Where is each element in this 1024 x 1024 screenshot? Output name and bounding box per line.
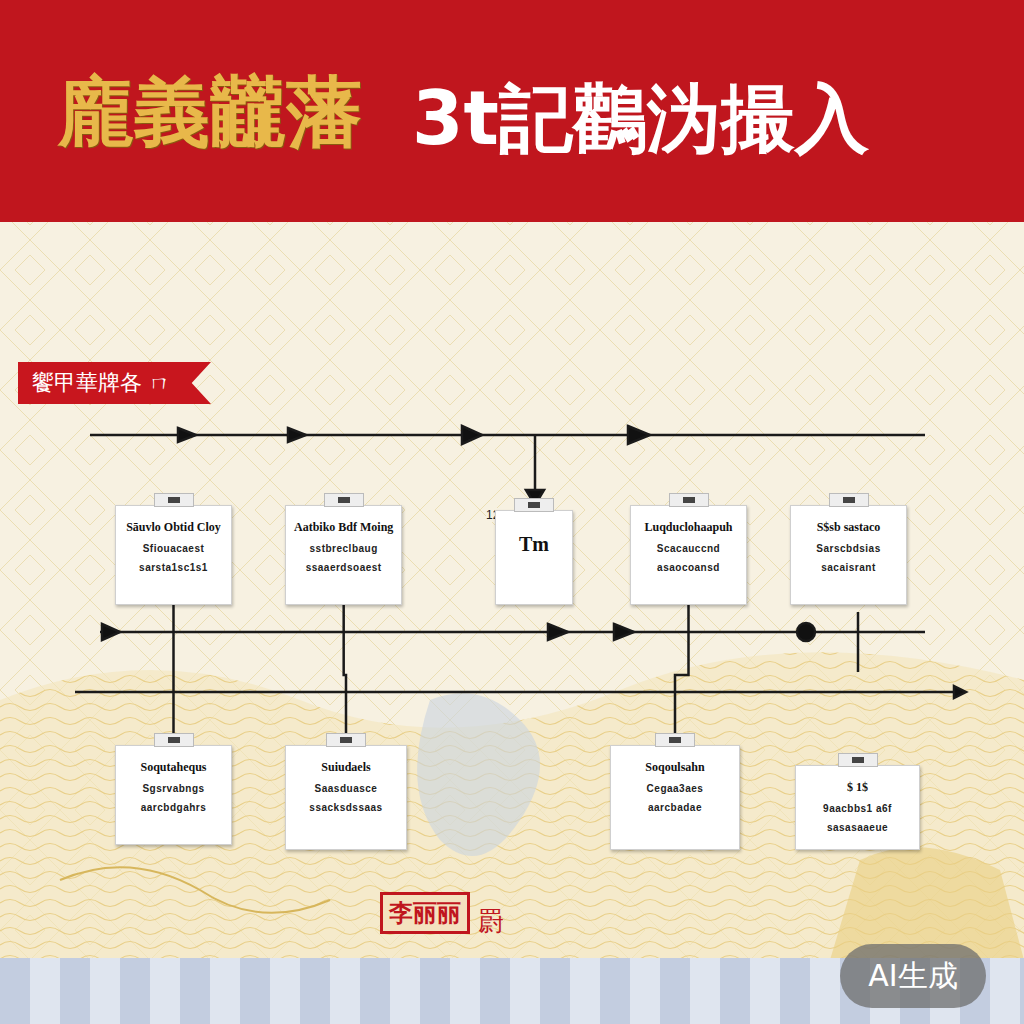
timeline-card: SoqutahequsSgsrvabngs aarcbdgahrs	[115, 745, 232, 845]
tab-mark	[852, 757, 864, 763]
label: 饗甲華牌各 ㄇ	[18, 362, 211, 404]
card-heading: Tm	[504, 533, 564, 556]
card-text: asaocoansd	[639, 562, 738, 573]
card-heading: Sāuvlo Obtid Cloy	[124, 520, 223, 535]
timeline-card: $ 1$ 9aacbbs1 a6f sasasaaeue	[795, 765, 920, 850]
connector	[675, 605, 689, 745]
card-text: Saasduasce	[294, 783, 398, 794]
card-tab	[514, 498, 554, 512]
card-tab	[655, 733, 695, 747]
card-text: ssaaerdsoaest	[294, 562, 393, 573]
label: 李丽丽	[380, 892, 470, 934]
tab-mark	[528, 502, 540, 508]
card-tab	[154, 493, 194, 507]
card-text: 9aacbbs1 a6f	[804, 803, 911, 814]
tab-mark	[168, 497, 180, 503]
card-tab	[838, 753, 878, 767]
card-tab	[154, 733, 194, 747]
card-text: aarcbdgahrs	[124, 802, 223, 813]
card-heading: Soqoulsahn	[619, 760, 731, 775]
tab-mark	[843, 497, 855, 503]
card-heading: $ 1$	[804, 780, 911, 795]
card-tab	[829, 493, 869, 507]
card-text: sacaisrant	[799, 562, 898, 573]
card-text: sasasaaeue	[804, 822, 911, 833]
tab-mark	[338, 497, 350, 503]
card-heading: Soqutahequs	[124, 760, 223, 775]
connector	[172, 605, 175, 745]
card-tab	[669, 493, 709, 507]
timeline-card: SuiudaelsSaasduasce ssacksdssaas	[285, 745, 407, 850]
card-text: aarcbadae	[619, 802, 731, 813]
card-text: Scacauccnd	[639, 543, 738, 554]
tab-mark	[669, 737, 681, 743]
tab-mark	[340, 737, 352, 743]
card-heading: Suiudaels	[294, 760, 398, 775]
card-text: ssacksdssaas	[294, 802, 398, 813]
card-tab	[326, 733, 366, 747]
timeline-card: Sāuvlo Obtid CloySfiouacaest sarsta1sc1s1	[115, 505, 232, 605]
card-tab	[324, 493, 364, 507]
connector	[344, 605, 346, 745]
timeline-card: Aatbiko Bdf Moing sstbreclbaug ssaaerdsoae…	[285, 505, 402, 605]
timeline-card: SoqoulsahnCegaa3aes aarcbadae	[610, 745, 740, 850]
tab-mark	[683, 497, 695, 503]
timeline-card: S$sb sastacoSarscbdsias sacaisrant	[790, 505, 907, 605]
label: 龐義龖藩	[58, 62, 362, 165]
card-heading: Aatbiko Bdf Moing	[294, 520, 393, 535]
timeline-card: Tm	[495, 510, 573, 605]
card-text: Sfiouacaest	[124, 543, 223, 554]
timeline-card: LuqduclohaapuhScacauccnd asaocoansd	[630, 505, 747, 605]
title: 3t記鸛沩撮入	[412, 70, 869, 170]
label: AI生成	[840, 944, 986, 1008]
card-text: sarsta1sc1s1	[124, 562, 223, 573]
card-text: Sarscbdsias	[799, 543, 898, 554]
tab-mark	[168, 737, 180, 743]
card-text: sstbreclbaug	[294, 543, 393, 554]
card-heading: S$sb sastaco	[799, 520, 898, 535]
card-text: Sgsrvabngs	[124, 783, 223, 794]
card-heading: Luqduclohaapuh	[639, 520, 738, 535]
card-text: Cegaa3aes	[619, 783, 731, 794]
label: 罻	[478, 904, 504, 939]
